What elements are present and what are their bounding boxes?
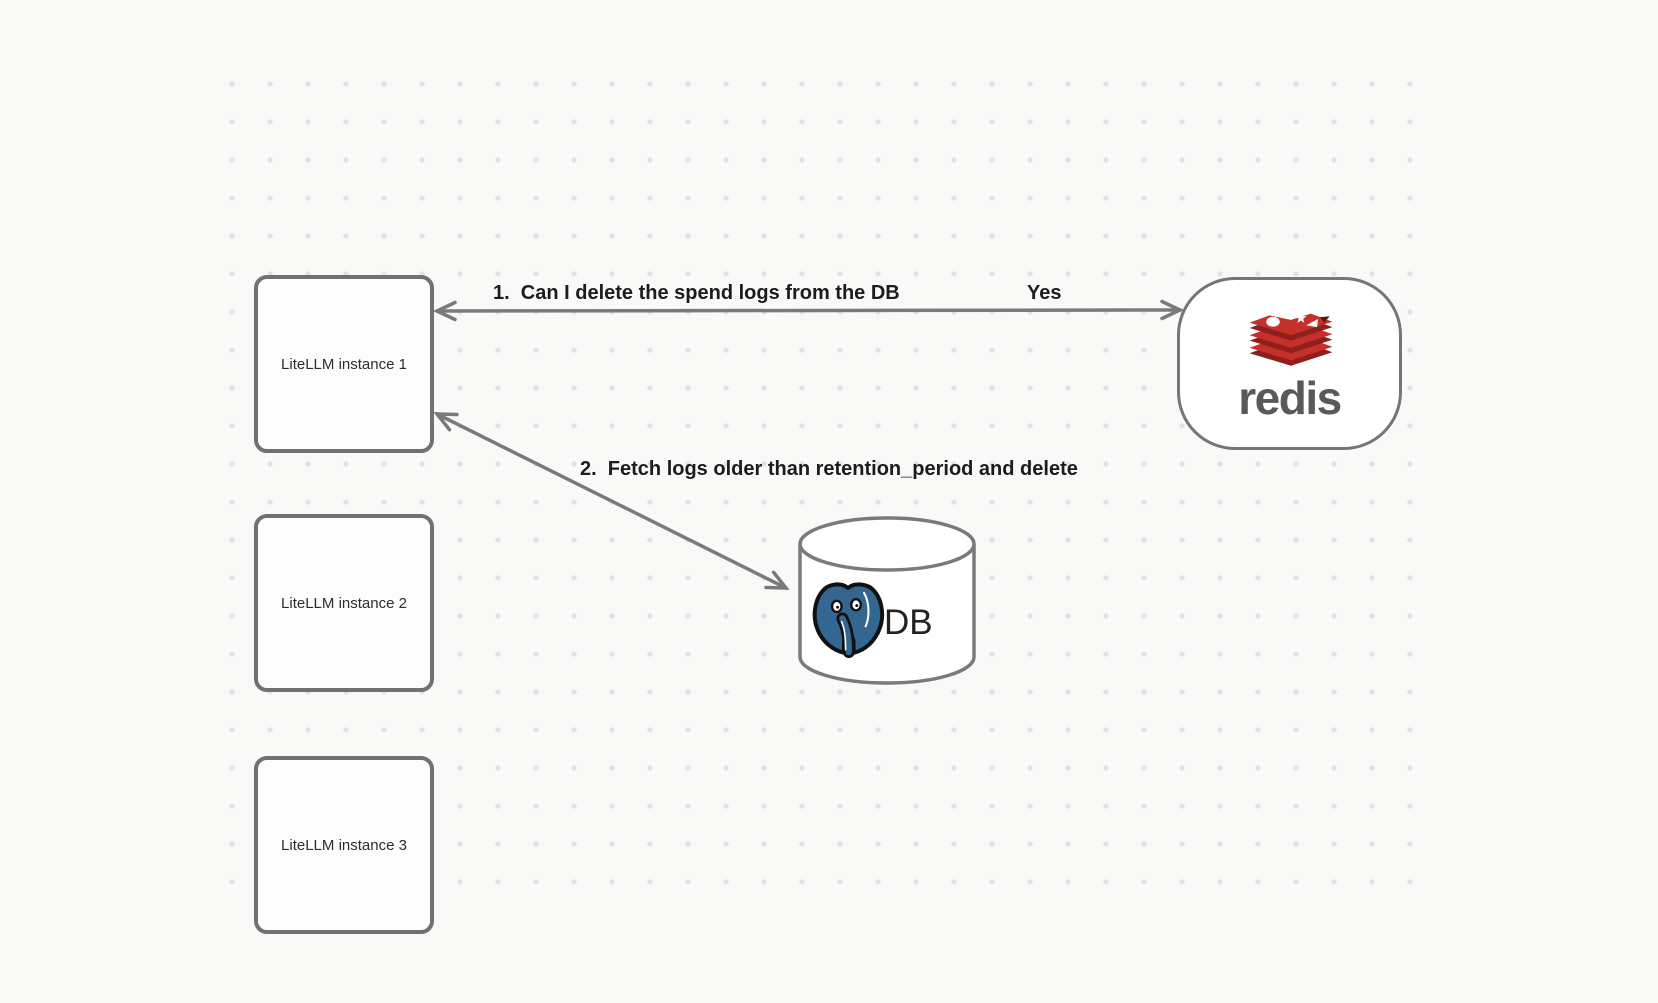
redis-wordmark: redis — [1238, 372, 1342, 424]
db-label: DB — [884, 603, 933, 642]
redis-logo-icon — [1249, 312, 1333, 366]
step1-arrow-label: 1. Can I delete the spend logs from the … — [493, 282, 900, 304]
redis-node: redis — [1177, 277, 1402, 450]
litellm-instance-2-node: LiteLLM instance 2 — [254, 514, 434, 692]
litellm-instance-1-label: LiteLLM instance 1 — [281, 355, 407, 373]
litellm-instance-3-label: LiteLLM instance 3 — [281, 836, 407, 854]
arrow-step2 — [433, 412, 790, 590]
litellm-instance-2-label: LiteLLM instance 2 — [281, 594, 407, 612]
postgresql-elephant-icon — [812, 582, 885, 658]
step2-arrow-label: 2. Fetch logs older than retention_perio… — [580, 458, 1078, 480]
litellm-instance-1-node: LiteLLM instance 1 — [254, 275, 434, 453]
arrow-step1 — [432, 299, 1185, 322]
step1-response-label: Yes — [1027, 282, 1062, 304]
litellm-instance-3-node: LiteLLM instance 3 — [254, 756, 434, 934]
